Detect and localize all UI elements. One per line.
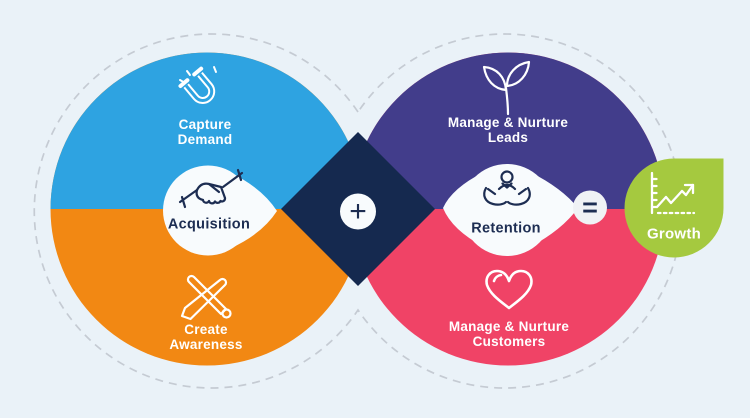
create-awareness-line2: Awareness (169, 337, 243, 352)
growth-chart-icon (650, 171, 696, 215)
heart-icon (485, 269, 533, 310)
capture-demand-line2: Demand (177, 132, 233, 147)
create-awareness-line1: Create (184, 322, 228, 337)
crossed-pens-icon (180, 274, 232, 321)
capture-demand-label: Capture Demand (178, 117, 233, 147)
nurture-customers-label: Manage & Nurture Customers (449, 319, 569, 349)
equals-icon: = (582, 192, 598, 222)
plus-badge (340, 193, 376, 230)
acquisition-label: Acquisition (167, 216, 251, 232)
equals-badge (573, 190, 607, 225)
nurture-leads-segment (351, 52, 665, 210)
caring-hands-person-icon (483, 170, 531, 206)
dashed-infinity-outline (33, 33, 683, 389)
nurture-leads-label: Manage & Nurture Leads (448, 115, 568, 145)
capture-demand-line1: Capture (178, 117, 232, 132)
retention-label: Retention (471, 220, 541, 236)
create-awareness-label: Create Awareness (169, 322, 242, 352)
growth-leaf (624, 158, 724, 258)
acquisition-hub (163, 165, 277, 256)
plus-icon: + (349, 195, 367, 228)
nurture-leads-line1: Manage & Nurture (447, 115, 569, 130)
nurture-customers-line2: Customers (472, 334, 546, 349)
nurture-leads-line2: Leads (487, 130, 529, 145)
growth-label: Growth (647, 225, 701, 242)
seedling-icon (482, 60, 531, 116)
magnet-icon (178, 66, 217, 104)
nurture-customers-line1: Manage & Nurture (448, 319, 570, 334)
capture-demand-segment (50, 52, 364, 209)
handshake-icon (178, 168, 244, 209)
retention-hub (443, 164, 578, 256)
